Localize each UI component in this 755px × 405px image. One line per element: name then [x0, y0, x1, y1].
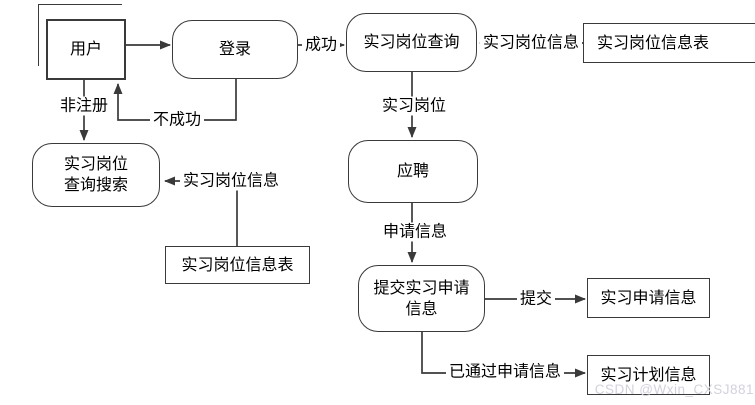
csdn-watermark: CSDN @Wxin_CXSJ881 — [594, 382, 754, 397]
edge-label-job: 实习岗位 — [378, 96, 450, 116]
store-plan-info-label: 实习计划信息 — [600, 366, 697, 384]
node-user: 用户 — [46, 19, 126, 80]
node-apply-label: 应聘 — [396, 163, 429, 180]
node-submit-application-label: 提交实习申请 信息 — [373, 278, 469, 320]
edge-midtable-to-search — [164, 176, 238, 247]
store-application-info-label: 实习申请信息 — [600, 289, 697, 307]
store-job-info-table-top-label: 实习岗位信息表 — [597, 34, 710, 52]
edge-label-job-info-top: 实习岗位信息 — [479, 33, 583, 53]
node-submit-application: 提交实习申请 信息 — [358, 265, 485, 332]
store-job-info-table-mid-label: 实习岗位信息表 — [181, 256, 294, 274]
edge-label-job-info-mid: 实习岗位信息 — [179, 171, 283, 191]
edge-label-submit: 提交 — [516, 289, 556, 309]
node-job-query: 实习岗位查询 — [346, 13, 477, 72]
edge-label-success: 成功 — [301, 35, 341, 55]
node-apply: 应聘 — [348, 140, 478, 203]
node-login: 登录 — [172, 20, 298, 79]
store-job-info-table-top: 实习岗位信息表 — [583, 23, 755, 63]
edge-label-unregistered: 非注册 — [56, 96, 112, 116]
node-login-label: 登录 — [218, 41, 251, 58]
edge-label-application-info: 申请信息 — [379, 222, 451, 242]
node-job-query-search-line2: 查询搜索 — [63, 177, 128, 194]
edge-label-fail: 不成功 — [149, 110, 205, 130]
store-application-info: 实习申请信息 — [587, 278, 710, 318]
node-job-query-label: 实习岗位查询 — [363, 34, 460, 51]
node-job-query-search-line1: 实习岗位 — [63, 156, 128, 173]
node-job-query-search: 实习岗位 查询搜索 — [32, 143, 160, 207]
store-job-info-table-mid: 实习岗位信息表 — [165, 246, 310, 284]
node-user-label: 用户 — [69, 41, 102, 58]
edge-label-approved: 已通过申请信息 — [445, 362, 565, 382]
node-submit-application-line1: 提交实习申请 — [373, 279, 470, 297]
node-job-query-search-label: 实习岗位 查询搜索 — [64, 154, 128, 196]
node-submit-application-line2: 信息 — [405, 300, 438, 318]
store-plan-info: 实习计划信息 — [587, 355, 710, 395]
user-entity-shadow-lines — [38, 4, 122, 66]
